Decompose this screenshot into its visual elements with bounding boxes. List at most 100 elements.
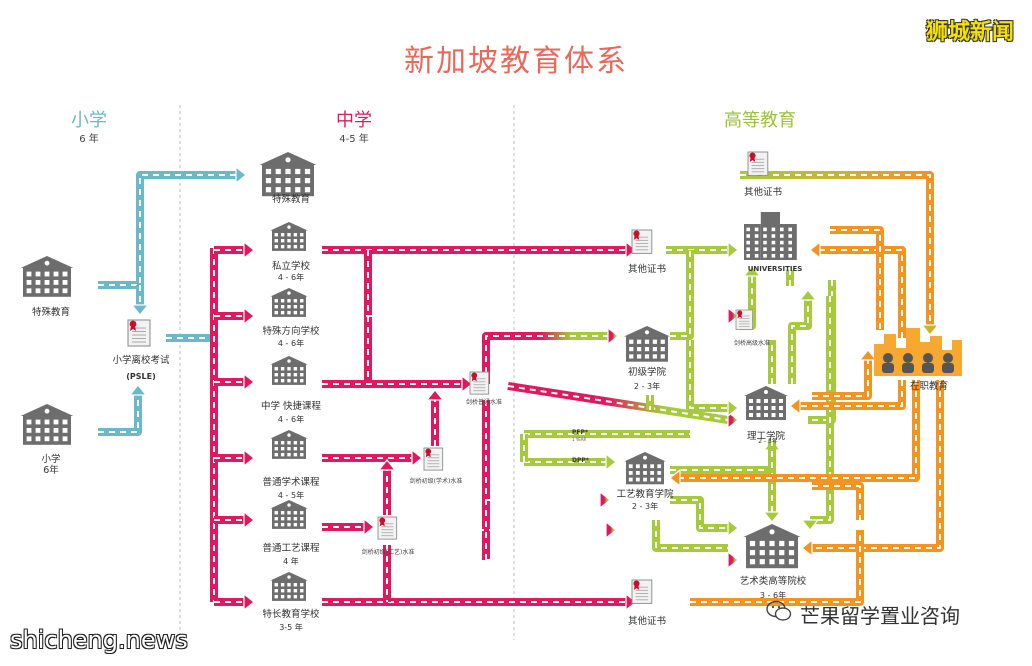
psle-label: 小学离校考试 xyxy=(112,355,170,366)
flow-cert-to-uni-head xyxy=(728,242,738,258)
flow-private-to-cert xyxy=(322,240,637,260)
normal-academic-label: 普通学术课程 xyxy=(262,477,320,488)
poly-years: 2 - 3年 xyxy=(758,438,778,445)
left-special-label: 特殊教育 xyxy=(31,307,70,318)
flow-special-to-sec xyxy=(98,165,247,289)
flow-express-to-o xyxy=(322,374,473,394)
section-secondary-years: 4-5 年 xyxy=(339,134,369,145)
flow-sec-branch xyxy=(214,592,255,612)
cert-other-mid-label: 其他证书 xyxy=(627,264,666,275)
special-education-building-icon xyxy=(20,256,74,297)
cert-a-label: 剑桥高级水准 xyxy=(733,340,770,347)
flow-ncert-to-ite xyxy=(412,520,617,540)
arts-institution-icon xyxy=(743,524,801,569)
psle-sub: (PSLE) xyxy=(126,372,156,381)
flow-o-to-poly-head xyxy=(728,412,738,428)
flow-ite-to-arts xyxy=(670,496,739,538)
cert-n-tech-label: 剑桥初级(工艺)水准 xyxy=(361,549,415,556)
express-label: 中学 快捷课程 xyxy=(260,401,322,412)
flow-a-to-uni-head xyxy=(744,266,760,276)
flow-primary-to-psle-head xyxy=(130,385,146,395)
flow-sped-to-cert xyxy=(322,592,637,612)
flow-work-to-ite xyxy=(669,380,920,488)
other-cert-mid-icon xyxy=(631,229,653,254)
section-tertiary-title: 高等教育 xyxy=(724,110,796,131)
psle-certificate-icon xyxy=(127,319,151,347)
flow-sec-branch xyxy=(214,448,255,468)
flow-nt-to-cert-head xyxy=(364,519,374,535)
flow-o-to-jc xyxy=(482,326,619,384)
section-primary-years: 6 年 xyxy=(79,134,99,145)
flow-ntcert-to-na xyxy=(377,459,397,515)
flow-ncert-to-o-head xyxy=(427,390,443,400)
flow-jc-to-poly xyxy=(686,340,739,418)
express-years: 4 - 6年 xyxy=(277,415,305,424)
universities-icon xyxy=(744,212,797,260)
universities-label: UNIVERSITIES xyxy=(747,265,803,273)
jc-label: 初级学院 xyxy=(627,367,666,378)
flow-work-to-uni-head xyxy=(810,242,820,258)
flow-dpp-head xyxy=(606,454,616,470)
specialized-label: 特殊方向学校 xyxy=(262,326,320,337)
pfp-label: PFP* xyxy=(572,429,589,436)
private-years: 4 - 6年 xyxy=(277,273,305,282)
flow-na-to-cert xyxy=(322,448,423,468)
flow-cert-to-work-head xyxy=(922,325,938,335)
flow-ite-to-arts-head xyxy=(728,520,738,536)
flow-specialized-to-uni xyxy=(322,306,739,326)
flow-work-to-arts-head xyxy=(802,540,812,556)
sec-special-school-icon xyxy=(259,152,317,197)
o-level-cert-icon xyxy=(469,371,490,395)
express-school-icon xyxy=(270,356,308,385)
wechat-icon xyxy=(766,600,792,621)
left-primary-label: 小学 xyxy=(41,454,61,465)
workplace-label: 在职教育 xyxy=(909,381,948,392)
a-level-cert-icon xyxy=(735,309,753,330)
ite-icon xyxy=(624,452,666,485)
normal-technical-years: 4 年 xyxy=(283,557,299,566)
flow-jc-to-poly-head xyxy=(728,400,738,416)
flow-private-to-cert-head xyxy=(626,242,636,258)
flow-sped-to-cert-head xyxy=(626,594,636,610)
sec-special-label: 特殊教育 xyxy=(271,194,310,205)
private-label: 私立学校 xyxy=(271,261,310,272)
cert-other-top-label: 其他证书 xyxy=(743,187,782,198)
flow-jc-up xyxy=(670,250,694,340)
flow-cert-to-work xyxy=(740,171,940,336)
flow-ite-to-arts2 xyxy=(652,520,728,552)
primary-school-building-icon xyxy=(20,404,74,445)
flow-o-to-ite-head xyxy=(600,492,610,508)
flow-work-to-poly-head xyxy=(790,398,800,414)
flow-ncert-to-o xyxy=(425,389,445,446)
flow-poly-to-work xyxy=(812,349,878,400)
flow-work-to-poly xyxy=(789,380,906,416)
flow-cert-to-uni xyxy=(666,240,739,260)
flow-o-to-jc-head xyxy=(608,328,618,344)
specialized-school-icon xyxy=(270,288,308,317)
pfp-years: 1 YEAR xyxy=(572,437,587,442)
flow-uni-to-arts xyxy=(800,296,834,531)
watermark-left: shicheng.news xyxy=(10,626,188,654)
left-primary-years: 6年 xyxy=(43,465,59,476)
flow-sec-branch xyxy=(214,372,255,392)
cert-n-acad-label: 剑桥初级(学术)水准 xyxy=(409,478,463,485)
polytechnic-icon xyxy=(744,386,788,420)
n-acad-cert-icon xyxy=(423,447,444,471)
flow-ncert-to-ite-head xyxy=(606,522,616,538)
flow-ntcert-to-na-head xyxy=(379,460,395,470)
flow-special-to-psle xyxy=(130,285,150,316)
flow-express-to-o-head xyxy=(462,376,472,392)
ite-label: 工艺教育学院 xyxy=(616,489,674,500)
flow-sec-branch-head xyxy=(244,374,254,390)
flow-sec-branch-head xyxy=(244,450,254,466)
normal-academic-years: 4 - 5年 xyxy=(277,491,305,500)
flow-cert-bottom-to-work xyxy=(690,530,864,606)
normal-academic-school-icon xyxy=(270,430,308,459)
flow-specialized-to-uni-head xyxy=(728,308,738,324)
ite-years: 2 - 3年 xyxy=(631,502,659,511)
flow-sec-branch-head xyxy=(244,308,254,324)
page-title: 新加坡教育体系 xyxy=(404,44,628,79)
flow-primary-to-psle xyxy=(98,384,148,436)
watermark-right: 芒果留学置业咨询 xyxy=(800,604,960,628)
